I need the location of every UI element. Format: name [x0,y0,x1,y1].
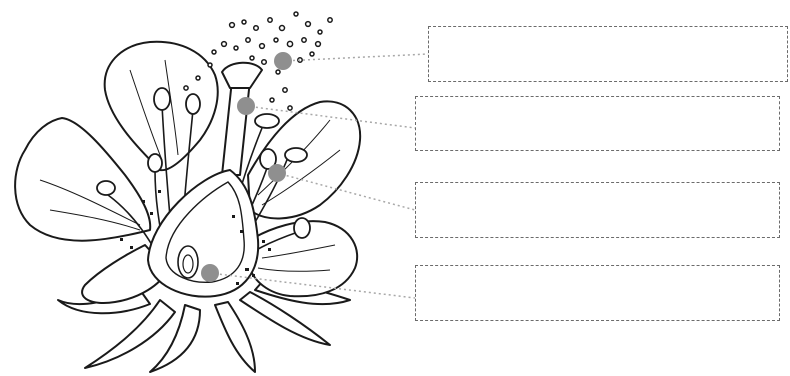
marker-dot-pollen [274,52,292,70]
leader-line-pollen [283,54,428,61]
label-box-ovule[interactable] [415,265,780,321]
marker-dot-stigma [237,97,255,115]
label-box-anther[interactable] [415,182,780,238]
label-box-stigma[interactable] [415,96,780,151]
marker-dot-anther [268,164,286,182]
stigma [222,63,262,88]
style [222,80,250,175]
label-box-pollen[interactable] [428,26,788,82]
marker-dot-ovule [201,264,219,282]
